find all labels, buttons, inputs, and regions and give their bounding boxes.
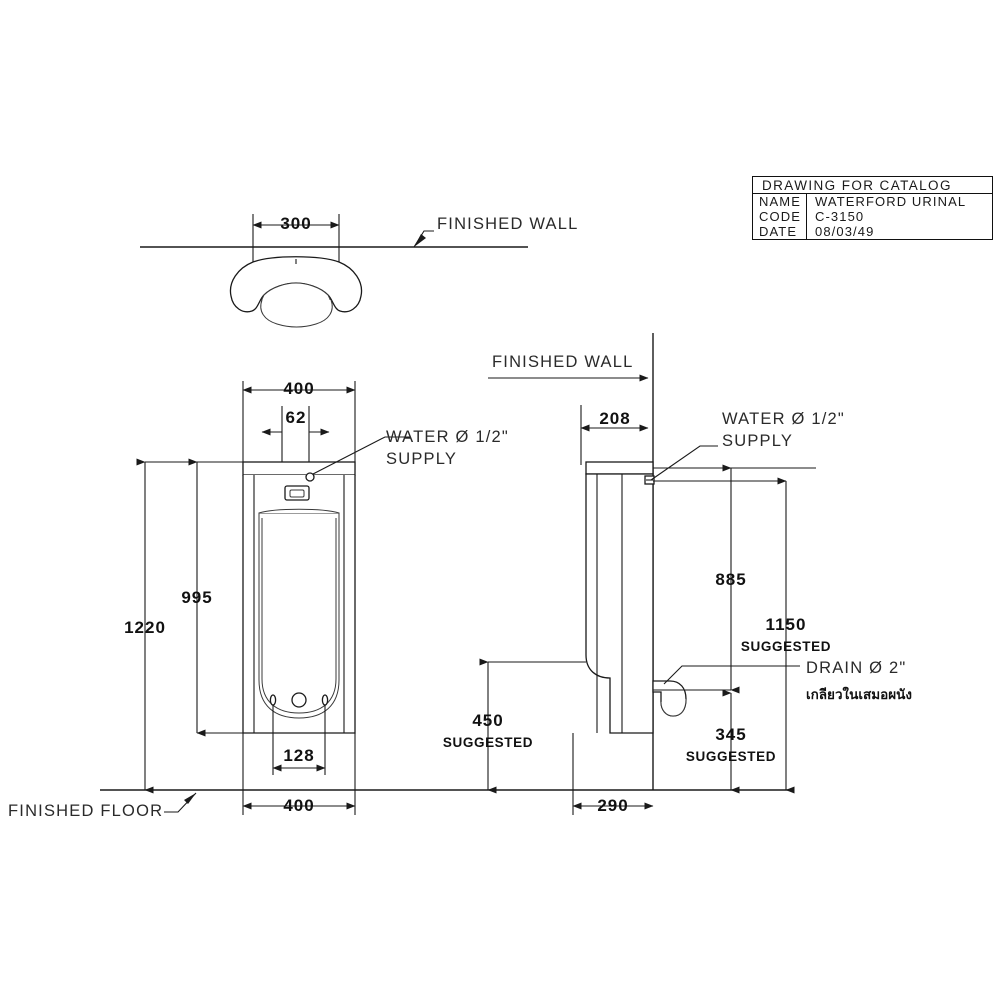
side-rim-height-value: 450: [472, 711, 504, 730]
side-finished-wall-label: FINISHED WALL: [492, 353, 634, 371]
title-block-value-date: 08/03/49: [815, 224, 875, 239]
side-suggested-height-note: SUGGESTED: [740, 639, 832, 654]
finished-floor-label: FINISHED FLOOR: [8, 802, 164, 820]
title-block-keys: NAME CODE DATE: [753, 194, 807, 239]
title-block-key-date: DATE: [759, 224, 798, 239]
side-drain-height-note: SUGGESTED: [685, 749, 777, 764]
front-top-width-dimension: 400: [283, 379, 315, 398]
title-block-value-name: WATERFORD URINAL: [815, 194, 967, 209]
side-supply-height-dimension: 885: [715, 570, 747, 589]
title-block-body: NAME CODE DATE WATERFORD URINAL C-3150 0…: [753, 194, 992, 239]
drain-label-line1: DRAIN Ø 2": [806, 659, 907, 677]
front-body-height-dimension: 995: [181, 588, 213, 607]
title-block-value-code: C-3150: [815, 209, 865, 224]
front-water-supply-label-line2: SUPPLY: [386, 450, 458, 468]
title-block-values: WATERFORD URINAL C-3150 08/03/49: [807, 194, 992, 239]
front-inner-dimension: 62: [285, 408, 307, 427]
title-block-header-text: DRAWING FOR CATALOG: [762, 177, 952, 193]
side-rim-height-note: SUGGESTED: [442, 735, 534, 750]
front-view-geometry: [100, 381, 790, 815]
plan-finished-wall-label: FINISHED WALL: [437, 215, 579, 233]
title-block-key-name: NAME: [759, 194, 801, 209]
front-overall-height-dimension: 1220: [124, 618, 166, 637]
side-suggested-height-value: 1150: [765, 615, 807, 634]
side-drain-height-value: 345: [715, 725, 747, 744]
side-view-geometry: [479, 333, 816, 815]
side-bottom-depth-dimension: 290: [597, 796, 629, 815]
title-block-header: DRAWING FOR CATALOG: [753, 177, 992, 194]
plan-width-dimension: 300: [280, 214, 312, 233]
side-water-supply-label-line2: SUPPLY: [722, 432, 794, 450]
title-block-key-code: CODE: [759, 209, 801, 224]
side-top-depth-dimension: 208: [599, 409, 631, 428]
plan-view-geometry: [140, 214, 528, 328]
front-water-supply-label-line1: WATER Ø 1/2": [386, 428, 509, 446]
front-bottom-width-dimension: 400: [283, 796, 315, 815]
title-block: DRAWING FOR CATALOG NAME CODE DATE WATER…: [752, 176, 993, 240]
front-hole-spacing-dimension: 128: [283, 746, 315, 765]
drain-label-line2-thai: เกลียวในเสมอผนัง: [806, 687, 912, 702]
side-water-supply-label-line1: WATER Ø 1/2": [722, 410, 845, 428]
